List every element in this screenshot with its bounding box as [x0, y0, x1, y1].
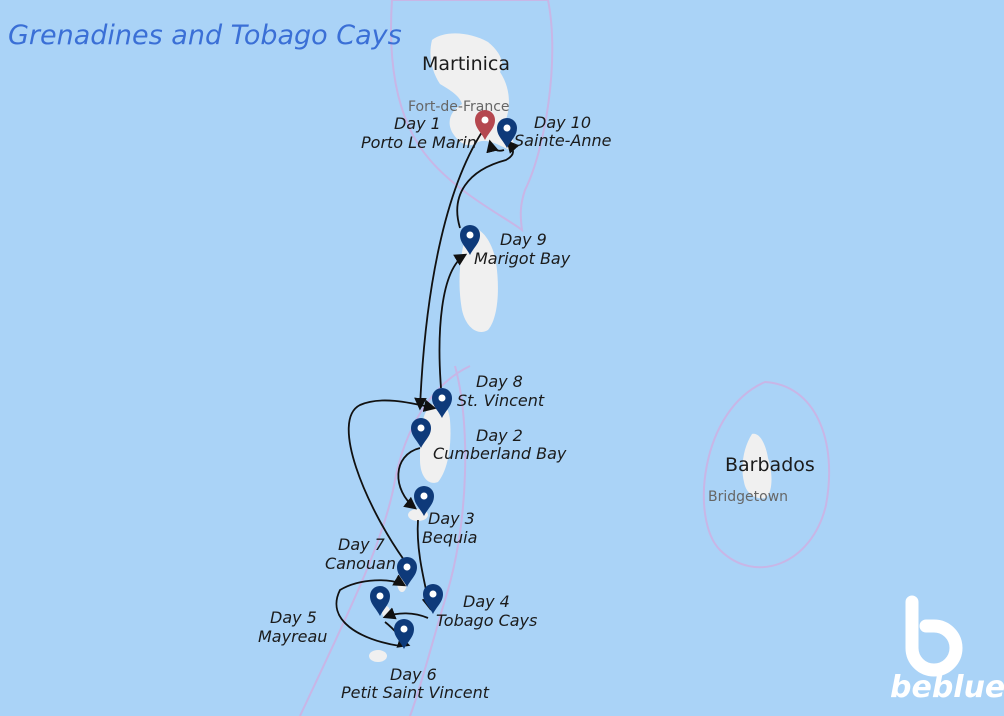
stop-day-label: Day 1 — [394, 114, 441, 133]
stop-name-label: Sainte-Anne — [514, 131, 612, 150]
barbados-border — [702, 380, 831, 569]
stop-name-label: Petit Saint Vincent — [341, 683, 490, 702]
stop-name-label: Mayreau — [258, 627, 327, 646]
stop-day-label: Day 5 — [270, 608, 317, 627]
stop-day-label: Day 8 — [476, 372, 523, 391]
route-leg-7-8 — [347, 399, 437, 561]
island-label-martinica: Martinica — [422, 53, 510, 75]
st-lucia-island — [459, 227, 498, 332]
map-title: Grenadines and Tobago Cays — [8, 20, 402, 51]
stop-name-label: Canouan — [325, 554, 396, 573]
barbados-island — [742, 433, 772, 499]
stop-day-9[interactable]: Day 9 Marigot Bay — [460, 225, 571, 268]
stop-day-1[interactable]: Day 1 Porto Le Marin — [361, 110, 495, 152]
martinica-border — [390, 0, 554, 233]
city-label-fort-de-france: Fort-de-France — [408, 99, 510, 115]
stop-day-label: Day 7 — [338, 535, 386, 554]
stop-day-label: Day 3 — [428, 509, 475, 528]
brand-wordmark: beblue — [890, 670, 1004, 705]
route-leg-9-10 — [456, 140, 520, 229]
grenadines-border — [409, 365, 467, 716]
route-leg-10-1 — [486, 139, 505, 154]
stop-day-4[interactable]: Day 4 Tobago Cays — [423, 584, 537, 630]
stop-name-label: Cumberland Bay — [433, 444, 567, 463]
island-label-barbados: Barbados — [725, 454, 815, 476]
stop-name-label: Porto Le Marin — [361, 133, 477, 152]
stop-day-2[interactable]: Day 2 Cumberland Bay — [411, 418, 567, 463]
stop-day-10[interactable]: Day 10 Sainte-Anne — [497, 113, 612, 150]
stop-name-label: Marigot Bay — [474, 249, 571, 268]
stop-day-8[interactable]: Day 8 St. Vincent — [432, 372, 545, 418]
stop-day-label: Day 4 — [463, 592, 510, 611]
route-leg-1-2 — [414, 131, 483, 411]
route-leg-6-7 — [335, 574, 407, 647]
brand-logo: beblue — [890, 595, 1004, 705]
route-leg-2-3 — [397, 447, 421, 510]
stop-name-label: St. Vincent — [457, 391, 545, 410]
stop-name-label: Tobago Cays — [436, 611, 537, 630]
stop-day-6[interactable]: Day 6 Petit Saint Vincent — [341, 619, 490, 702]
route-stops: Day 1 Porto Le Marin Day 10 Sainte-Anne … — [258, 110, 612, 702]
stop-day-label: Day 6 — [390, 665, 437, 684]
stop-day-label: Day 9 — [500, 230, 547, 249]
city-label-bridgetown: Bridgetown — [708, 489, 788, 505]
stop-day-label: Day 10 — [534, 113, 591, 132]
union-island — [369, 650, 387, 662]
stop-day-3[interactable]: Day 3 Bequia — [414, 486, 477, 547]
route-leg-4-5 — [382, 607, 429, 620]
beblue-logo-icon — [905, 595, 963, 677]
stop-day-label: Day 2 — [476, 426, 523, 445]
stop-day-7[interactable]: Day 7 Canouan — [325, 535, 417, 587]
stop-day-5[interactable]: Day 5 Mayreau — [258, 586, 390, 646]
route-leg-8-9 — [438, 253, 468, 389]
stop-name-label: Bequia — [422, 528, 477, 547]
